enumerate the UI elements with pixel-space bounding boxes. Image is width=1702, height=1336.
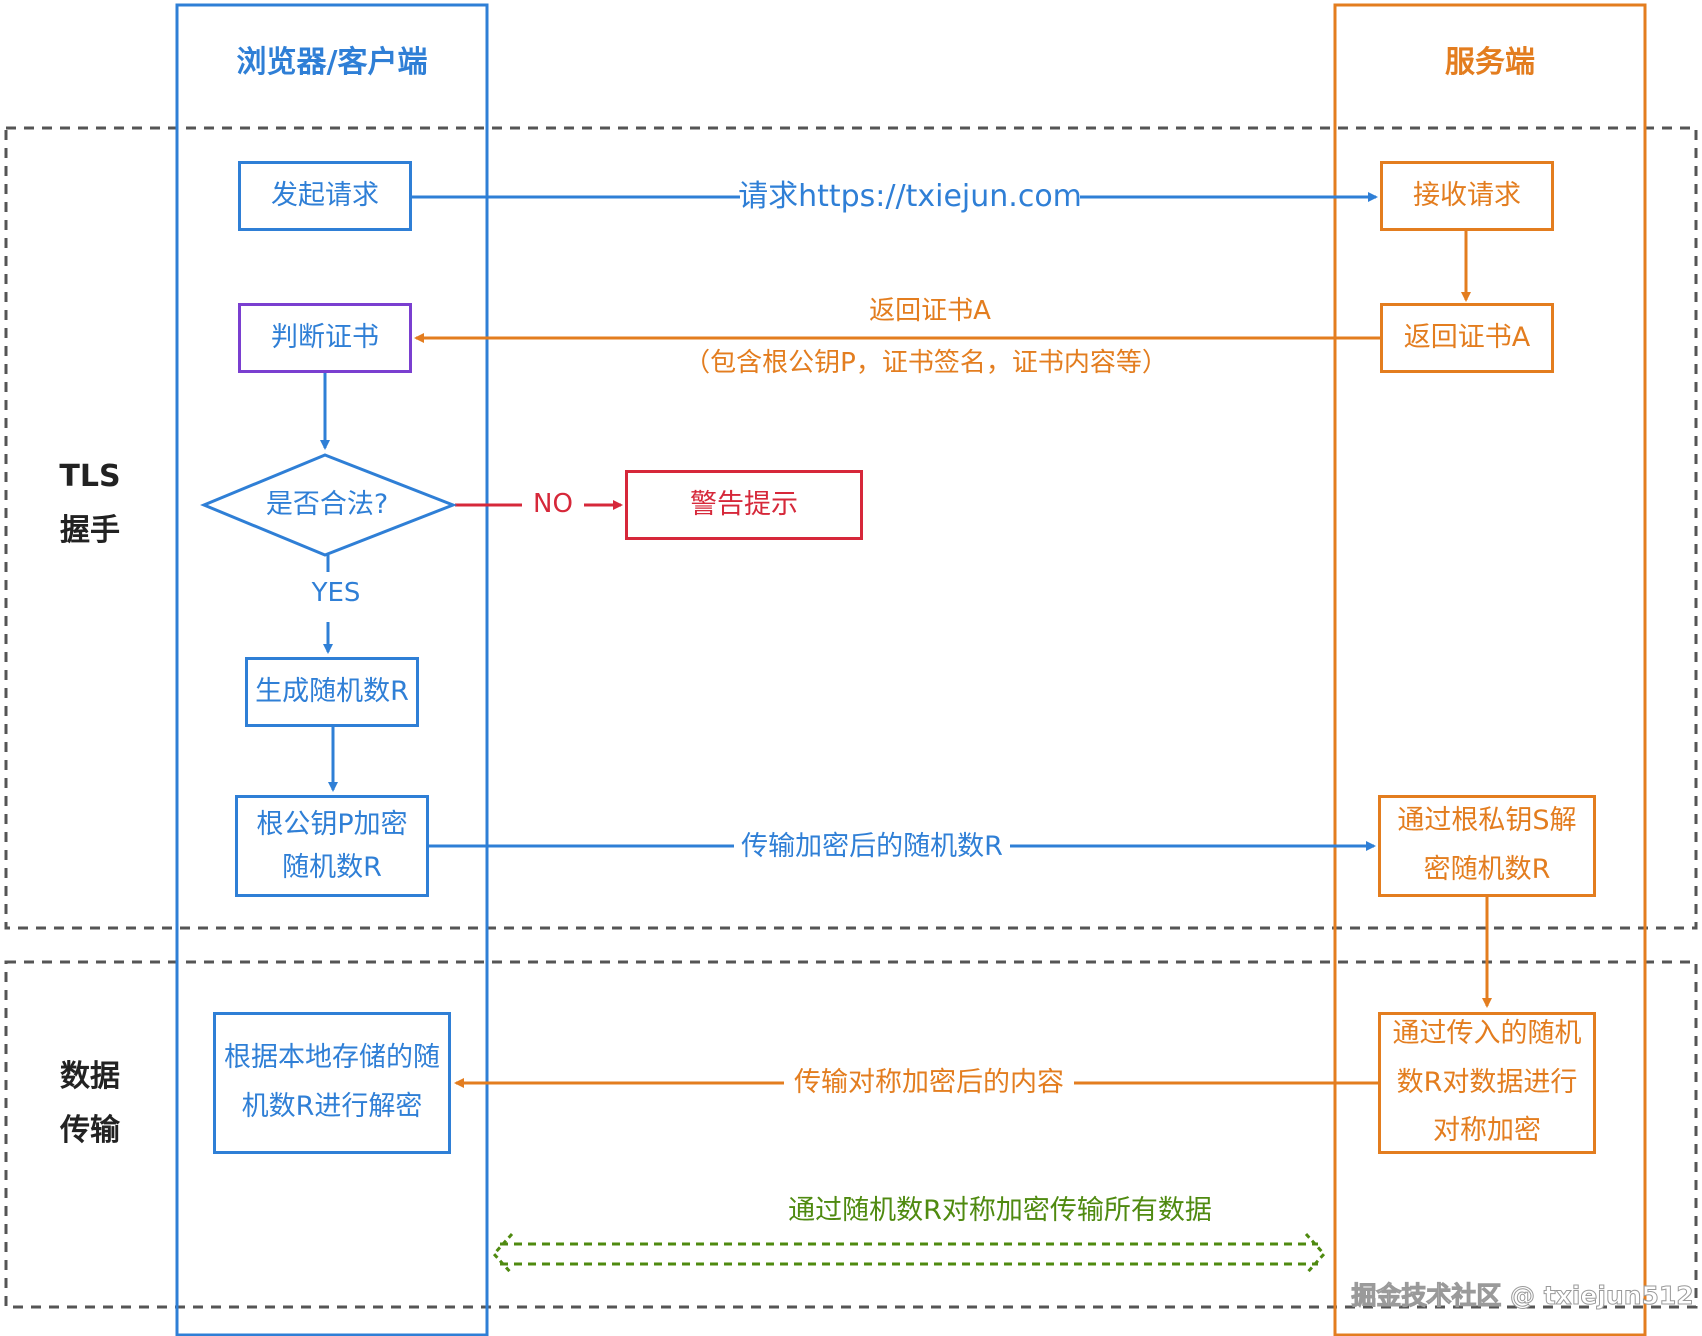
return-cert-label-2: （包含根公钥P，证书签名，证书内容等）: [662, 343, 1190, 385]
data-phase-label-1: 数据: [60, 1059, 120, 1094]
watermark: 掘金技术社区 @ txiejun512: [1351, 1281, 1694, 1311]
send-request-node[interactable]: 发起请求: [238, 161, 412, 231]
data-channel-left-head: [491, 1232, 514, 1276]
receive-request-node[interactable]: 接收请求: [1380, 161, 1554, 231]
all-data-label: 通过随机数R对称加密传输所有数据: [788, 1195, 1212, 1227]
warning-node[interactable]: 警告提示: [625, 470, 863, 540]
encrypt-random-node[interactable]: 根公钥P加密随机数R: [235, 795, 429, 897]
send-content-label: 传输对称加密后的内容: [784, 1062, 1074, 1104]
yes-label: YES: [311, 578, 361, 609]
is-valid-label[interactable]: 是否合法?: [265, 489, 389, 521]
send-random-label: 传输加密后的随机数R: [734, 826, 1010, 868]
data-phase-frame: [4, 960, 1698, 1309]
gen-random-node[interactable]: 生成随机数R: [245, 657, 419, 727]
tls-phase-label-1: TLS: [59, 459, 121, 494]
tls-phase-label-2: 握手: [60, 513, 120, 548]
server-lane-title: 服务端: [1445, 45, 1535, 80]
server-lane: [1333, 3, 1647, 1336]
client-lane-title: 浏览器/客户端: [236, 45, 428, 80]
return-cert-node[interactable]: 返回证书A: [1380, 303, 1554, 373]
sym-encrypt-node[interactable]: 通过传入的随机数R对数据进行对称加密: [1378, 1012, 1596, 1154]
return-cert-label-1: 返回证书A: [869, 296, 991, 327]
client-lane: [175, 3, 489, 1336]
data-channel-right-head: [1304, 1232, 1327, 1276]
request-url-label: 请求https://txiejun.com: [738, 174, 1082, 220]
tls-phase-frame: [4, 126, 1698, 930]
no-label: NO: [522, 485, 584, 525]
data-phase-label-2: 传输: [60, 1113, 120, 1148]
server-decrypt-node[interactable]: 通过根私钥S解密随机数R: [1378, 795, 1596, 897]
client-decrypt-node[interactable]: 根据本地存储的随机数R进行解密: [213, 1012, 451, 1154]
validity-diamond: [200, 453, 458, 557]
verify-cert-node[interactable]: 判断证书: [238, 303, 412, 373]
